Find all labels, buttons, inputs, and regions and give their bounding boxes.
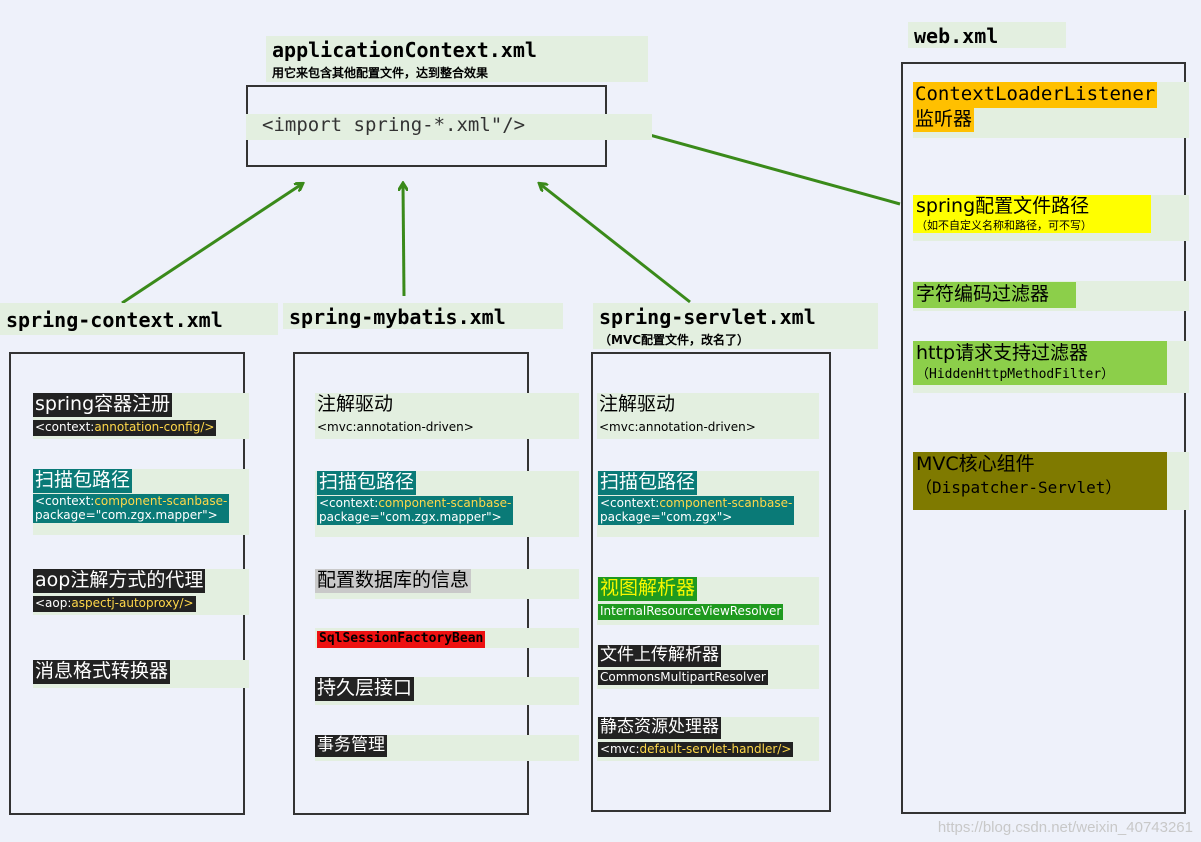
myb-annotation-driven-label: 注解驱动 (317, 393, 394, 415)
myb-annotation-driven-sub: <mvc:annotation-driven> (317, 419, 474, 434)
import-statement: <import spring-*.xml"/> (262, 114, 526, 136)
ctx-aop-proxy-label: aop注解方式的代理 (33, 569, 206, 593)
web-item-mvc-core: MVC核心组件 （Dispatcher-Servlet） (913, 452, 1167, 510)
web-http-filter-label: http请求支持过滤器 (916, 342, 1089, 364)
web-listener-label2: 监听器 (913, 107, 975, 132)
web-spring-path-label: spring配置文件路径 (916, 195, 1090, 217)
web-item-encoding-filter: 字符编码过滤器 (913, 282, 1076, 308)
web-listener-label: ContextLoaderListener (913, 82, 1158, 108)
myb-transaction-label: 事务管理 (315, 735, 387, 757)
app-context-subtitle: 用它来包含其他配置文件，达到整合效果 (272, 66, 489, 80)
ctx-scan-package-label: 扫描包路径 (33, 469, 133, 493)
myb-scan-package-label: 扫描包路径 (317, 471, 417, 495)
srv-item-scan-package: 扫描包路径 <context:component-scanbase-packag… (598, 471, 795, 526)
srv-band-1 (597, 393, 819, 439)
web-title-text: web.xml (914, 24, 999, 48)
ctx-item-message-converter: 消息格式转换器 (33, 660, 171, 684)
myb-sqlsession-label: SqlSessionFactoryBean (317, 631, 486, 648)
watermark: https://blog.csdn.net/weixin_40743261 (937, 819, 1193, 836)
spring-context-title: spring-context.xml (0, 303, 278, 335)
myb-item-db-config: 配置数据库的信息 (315, 569, 472, 593)
spring-context-title-text: spring-context.xml (6, 308, 223, 332)
srv-view-resolver-label: 视图解析器 (598, 577, 698, 601)
srv-upload-resolver-label: 文件上传解析器 (598, 645, 721, 667)
arrow-web (610, 124, 901, 206)
arrow-spring-servlet (540, 184, 691, 304)
ctx-item-scan-package: 扫描包路径 <context:component-scanbase-packag… (33, 469, 230, 524)
web-title: web.xml (908, 22, 1066, 48)
web-mvc-core-label: MVC核心组件 (916, 453, 1035, 475)
spring-servlet-box (591, 352, 831, 812)
myb-item-transaction: 事务管理 (315, 735, 387, 757)
web-item-listener: ContextLoaderListener 监听器 (913, 82, 1158, 132)
web-box (901, 62, 1186, 814)
srv-scan-package-sub: <context:component-scanbase-package="com… (598, 495, 795, 526)
srv-annotation-driven-label: 注解驱动 (599, 393, 676, 415)
srv-scan-package-label: 扫描包路径 (598, 471, 698, 495)
ctx-aop-proxy-sub: <aop:aspectj-autoproxy/> (33, 595, 196, 612)
srv-item-upload-resolver: 文件上传解析器 CommonsMultipartResolver (598, 645, 768, 686)
arrow-spring-mybatis (403, 184, 404, 297)
import-band (246, 114, 652, 140)
srv-view-resolver-sub: InternalResourceViewResolver (598, 603, 784, 620)
spring-mybatis-title: spring-mybatis.xml (283, 303, 563, 329)
myb-db-config-label: 配置数据库的信息 (315, 569, 472, 593)
srv-item-static-resource: 静态资源处理器 <mvc:default-servlet-handler/> (598, 717, 794, 758)
ctx-scan-package-sub: <context:component-scanbase-package="com… (33, 493, 230, 524)
arrow-spring-context (121, 184, 302, 305)
ctx-message-converter-label: 消息格式转换器 (33, 660, 171, 684)
web-mvc-core-sub: （Dispatcher-Servlet） (916, 477, 1122, 497)
web-http-filter-sub: （HiddenHttpMethodFilter） (916, 366, 1115, 382)
srv-static-resource-sub: <mvc:default-servlet-handler/> (598, 741, 794, 758)
srv-upload-resolver-sub: CommonsMultipartResolver (598, 669, 768, 686)
spring-servlet-subtitle: （MVC配置文件，改名了） (599, 333, 750, 347)
spring-mybatis-title-text: spring-mybatis.xml (289, 305, 506, 329)
ctx-item-aop-proxy: aop注解方式的代理 <aop:aspectj-autoproxy/> (33, 569, 206, 612)
myb-item-scan-package: 扫描包路径 <context:component-scanbase-packag… (317, 471, 514, 526)
web-spring-path-sub: （如不自定义名称和路径，可不写） (916, 218, 1092, 232)
myb-item-annotation-driven: 注解驱动 <mvc:annotation-driven> (315, 393, 476, 436)
ctx-item-container-register: spring容器注册 <context:annotation-config/> (33, 393, 217, 436)
myb-item-sqlsession: SqlSessionFactoryBean (317, 628, 486, 648)
ctx-container-register-label: spring容器注册 (33, 393, 173, 417)
srv-static-resource-label: 静态资源处理器 (598, 717, 721, 739)
myb-scan-package-sub: <context:component-scanbase-package="com… (317, 495, 514, 526)
srv-annotation-driven-sub: <mvc:annotation-driven> (599, 419, 756, 434)
ctx-container-register-sub: <context:annotation-config/> (33, 419, 217, 436)
web-item-http-filter: http请求支持过滤器 （HiddenHttpMethodFilter） (913, 341, 1167, 385)
app-context-title: applicationContext.xml 用它来包含其他配置文件，达到整合效… (266, 36, 648, 82)
myb-persistence-label: 持久层接口 (315, 677, 415, 701)
srv-item-view-resolver: 视图解析器 InternalResourceViewResolver (598, 577, 784, 620)
spring-servlet-title: spring-servlet.xml （MVC配置文件，改名了） (593, 303, 878, 349)
app-context-title-text: applicationContext.xml (272, 38, 537, 62)
spring-servlet-title-text: spring-servlet.xml (599, 305, 816, 329)
myb-item-persistence: 持久层接口 (315, 677, 415, 701)
web-item-spring-path: spring配置文件路径 （如不自定义名称和路径，可不写） (913, 195, 1151, 234)
srv-item-annotation-driven: 注解驱动 <mvc:annotation-driven> (597, 393, 758, 436)
myb-band-1 (315, 393, 579, 439)
